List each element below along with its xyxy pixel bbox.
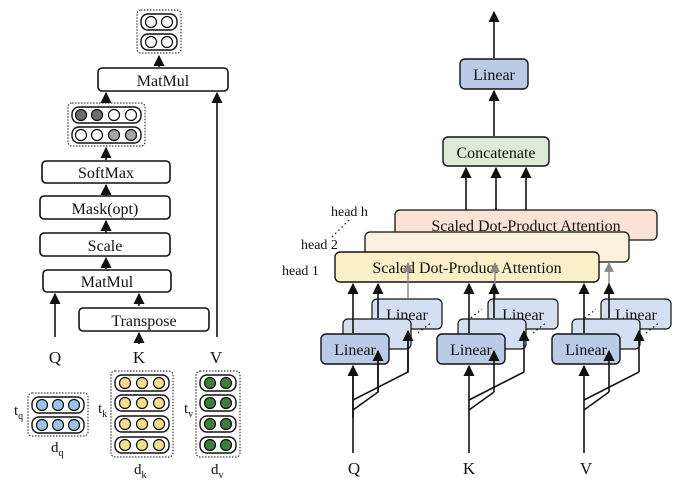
tv-label: tv — [184, 401, 193, 420]
k-matrix — [110, 370, 174, 458]
mask-label: Mask(opt) — [72, 201, 139, 218]
v-matrix — [195, 370, 241, 458]
head-1-label: head 1 — [282, 264, 319, 279]
scale-block — [39, 232, 171, 257]
sdpa-head-1 — [334, 251, 600, 283]
head-h-label: head h — [331, 205, 368, 220]
head-2-label: head 2 — [301, 238, 338, 253]
left-k-label: K — [133, 348, 146, 367]
linear-output-block — [459, 58, 529, 90]
q-linear-1-label: Linear — [334, 342, 376, 359]
linear-output-label: Linear — [473, 67, 515, 84]
v-linear-1-label: Linear — [565, 342, 607, 359]
k-linear-stack: Linear Linear — [436, 282, 559, 418]
tq-label: tq — [14, 403, 23, 422]
k-linear-1 — [436, 333, 506, 365]
concatenate-label: Concatenate — [456, 145, 535, 162]
dv-label: dv — [211, 462, 224, 481]
sdpa-head-1-label: Scaled Dot-Product Attention — [372, 260, 561, 277]
matmul-top-block — [97, 67, 229, 92]
scale-label: Scale — [88, 238, 123, 255]
q-linear-1 — [320, 333, 390, 365]
matmul-bottom-block — [42, 269, 172, 293]
v-linear-1 — [551, 333, 621, 365]
sdpa-detail: MatMul SoftMax Mask(opt) Scale — [14, 9, 241, 481]
right-k-label: K — [463, 459, 476, 478]
attention-weight-vectors — [67, 102, 146, 147]
q-linear-stack: Linear Linear — [320, 282, 443, 418]
left-q-label: Q — [49, 348, 61, 367]
transpose-label: Transpose — [111, 313, 176, 330]
mask-block — [39, 195, 171, 220]
concatenate-block — [442, 136, 550, 167]
transpose-block — [78, 307, 210, 332]
q-matrix — [27, 392, 89, 437]
softmax-label: SoftMax — [78, 165, 134, 182]
v-linear-stack: Linear Linear — [551, 282, 672, 418]
attention-output-vectors — [136, 9, 182, 54]
matmul-top-label: MatMul — [137, 73, 190, 90]
right-v-label: V — [580, 459, 593, 478]
k-linear-1-label: Linear — [450, 342, 492, 359]
tk-label: tk — [98, 401, 107, 420]
dk-label: dk — [134, 462, 147, 481]
softmax-block — [41, 160, 171, 184]
matmul-bottom-label: MatMul — [81, 274, 134, 291]
multi-head-attention: Linear Concatenate Scaled Dot-Product At… — [282, 10, 672, 478]
left-v-label: V — [210, 348, 223, 367]
right-q-label: Q — [348, 459, 360, 478]
dq-label: dq — [51, 440, 64, 459]
sdpa-head-h-label: Scaled Dot-Product Attention — [431, 218, 620, 235]
